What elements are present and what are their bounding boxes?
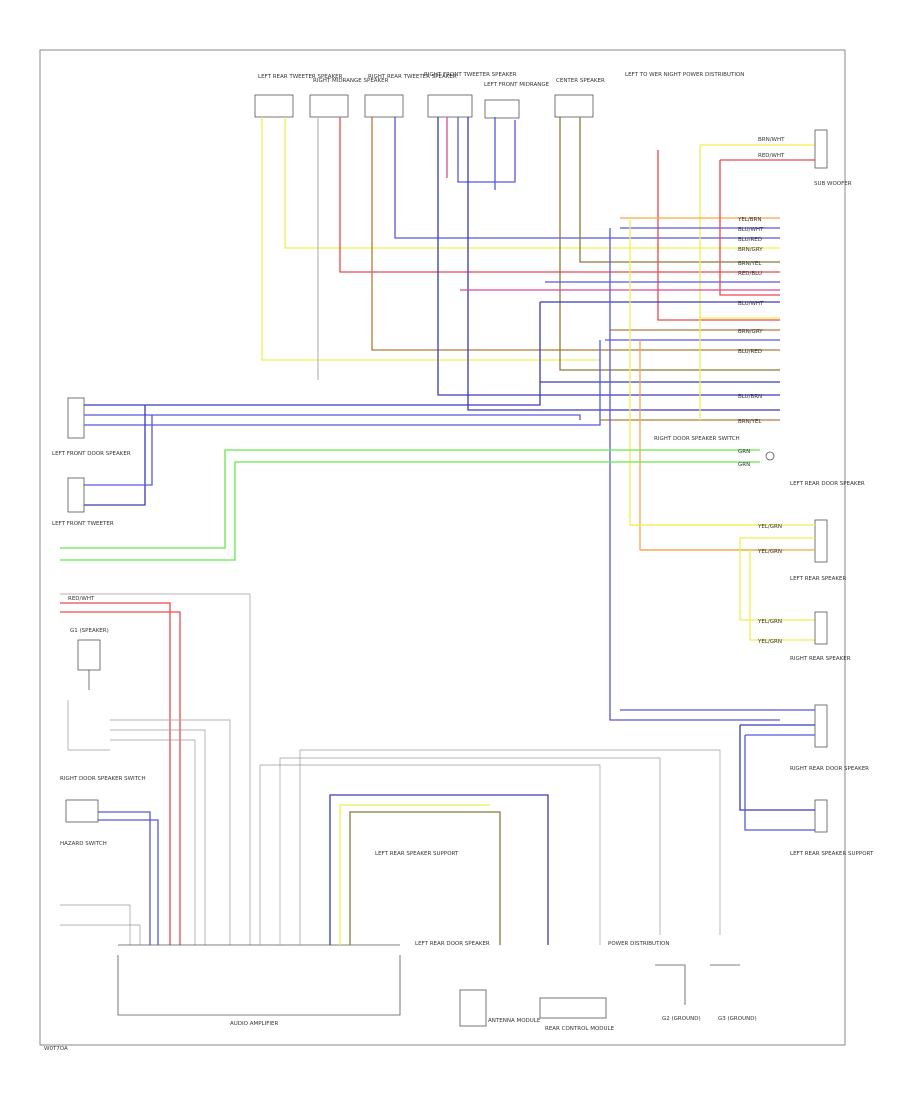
label-hazard: HAZARD SWITCH — [60, 841, 107, 847]
wire-label-w10c: YEL/GRN — [757, 619, 782, 625]
connector-icon — [67, 397, 85, 439]
label-left-front-tweeter: LEFT FRONT TWEETER — [52, 521, 114, 527]
pin-label-5: BRN/YEL — [738, 261, 762, 267]
label-top-left-rear: LEFT REAR TWEETER SPEAKER — [258, 74, 343, 80]
right-side-speakers: LEFT REAR DOOR SPEAKER LEFT REAR SPEAKER… — [620, 481, 874, 857]
connector-icon — [814, 519, 828, 563]
pin-label-3: BLU/RED — [738, 237, 762, 243]
connector-icon — [814, 704, 828, 748]
wire-label-w10b: YEL/GRN — [757, 549, 782, 555]
label-left-rear-center: LEFT REAR SPEAKER SUPPORT — [790, 851, 874, 857]
top-speaker-group: LEFT REAR TWEETER SPEAKER RIGHT MIDRANGE… — [254, 72, 744, 119]
label-left-rear-door-amp: LEFT REAR DOOR SPEAKER — [415, 941, 490, 947]
wire-label-w9b: GRN — [738, 462, 750, 468]
label-sub: SUB WOOFER — [814, 181, 852, 187]
pin-label-8: BRN/GRY — [738, 329, 763, 335]
speaker-box-6 — [554, 94, 594, 118]
amplifier-block: AUDIO AMPLIFIER LEFT REAR SPEAKER SUPPOR… — [60, 749, 721, 1027]
antenna-module — [459, 989, 487, 1027]
speaker-box-2 — [309, 94, 349, 118]
wire-label-red-1: RED/WHT — [68, 596, 95, 602]
label-g2: G2 (GROUND) — [662, 1016, 701, 1022]
label-right-door: RIGHT DOOR SPEAKER SWITCH — [654, 436, 740, 442]
speaker-leads — [261, 117, 780, 411]
label-right-door-switch: RIGHT DOOR SPEAKER SWITCH — [60, 776, 146, 782]
wire-label-w1: BRN/WHT — [758, 137, 785, 143]
right-harness-bundle — [460, 160, 780, 721]
pin-label-10: BLU/BRN — [738, 394, 762, 400]
label-top-center: CENTER SPEAKER — [556, 78, 605, 84]
label-left-rear-door-right: LEFT REAR DOOR SPEAKER — [790, 481, 865, 487]
label-right-rear-sp: RIGHT REAR SPEAKER — [790, 656, 851, 662]
label-rear-control: REAR CONTROL MODULE — [545, 1026, 615, 1032]
pin-label-9: BLU/RED — [738, 349, 762, 355]
label-power-dist: POWER DISTRIBUTION — [608, 941, 670, 947]
pin-label-7: BLU/WHT — [738, 301, 764, 307]
pin-label-4: BRN/GRY — [738, 247, 763, 253]
pin-label-11: BRN/YEL — [738, 419, 762, 425]
diagram-border — [39, 49, 846, 1046]
sub-woofer: SUB WOOFER BRN/WHT RED/WHT — [700, 129, 852, 187]
speaker-box-3 — [364, 94, 404, 118]
label-top-right-rear: RIGHT REAR TWEETER SPEAKER — [368, 74, 457, 80]
label-antenna: ANTENNA MODULE — [488, 1018, 541, 1024]
connector-icon — [814, 129, 828, 169]
rear-control-module — [539, 997, 607, 1019]
bottom-modules: ANTENNA MODULE REAR CONTROL MODULE POWER… — [459, 941, 757, 1032]
label-left-front-door: LEFT FRONT DOOR SPEAKER — [52, 451, 131, 457]
green-wires: GRN GRN RIGHT DOOR SPEAKER SWITCH — [60, 436, 775, 561]
label-top-fuse-block: LEFT TO WER NIGHT POWER DISTRIBUTION — [625, 72, 744, 78]
label-top-left-center: LEFT FRONT MIDRANGE — [484, 82, 550, 88]
left-power-circuit: RED/WHT G1 (SPEAKER) RIGHT DOOR SPEAKER … — [60, 593, 251, 945]
connector-pin-labels: YEL/BRN BLU/WHT BLU/RED BRN/GRY BRN/YEL … — [737, 217, 764, 425]
label-g3: G3 (GROUND) — [718, 1016, 757, 1022]
label-top-left-front: RIGHT FRONT TWEETER SPEAKER — [424, 72, 517, 78]
pin-label-2: BLU/WHT — [738, 227, 764, 233]
left-front-door-speaker: LEFT FRONT DOOR SPEAKER LEFT FRONT TWEET… — [52, 302, 601, 527]
connector-icon — [67, 477, 85, 513]
label-left-rear-sp: LEFT REAR SPEAKER — [790, 576, 846, 582]
speaker-box-1 — [254, 94, 294, 118]
label-amp: AUDIO AMPLIFIER — [230, 1021, 278, 1027]
label-left-rear-support: LEFT REAR SPEAKER SUPPORT — [375, 851, 459, 857]
speaker-box-4 — [427, 94, 473, 118]
pin-label-6: RED/BLU — [738, 271, 762, 277]
label-top-right-midrange: RIGHT MIDRANGE SPEAKER — [313, 78, 389, 84]
wire-label-w9a: GRN — [738, 449, 750, 455]
label-right-rear-door: RIGHT REAR DOOR SPEAKER — [790, 766, 869, 772]
connector-icon — [765, 451, 775, 461]
connector-icon — [814, 799, 828, 833]
wire-label-w10a: YEL/GRN — [757, 524, 782, 530]
speaker-box-5 — [484, 99, 520, 119]
connector-icon — [814, 611, 828, 645]
switch-icon — [65, 799, 99, 823]
footer-code: W0T7OA — [44, 1046, 68, 1052]
fuse-icon — [77, 639, 101, 671]
pin-label-1: YEL/BRN — [737, 217, 761, 223]
wire-label-w2: RED/WHT — [758, 153, 785, 159]
wire-label-w10d: YEL/GRN — [757, 639, 782, 645]
label-ground-left: G1 (SPEAKER) — [70, 628, 109, 634]
